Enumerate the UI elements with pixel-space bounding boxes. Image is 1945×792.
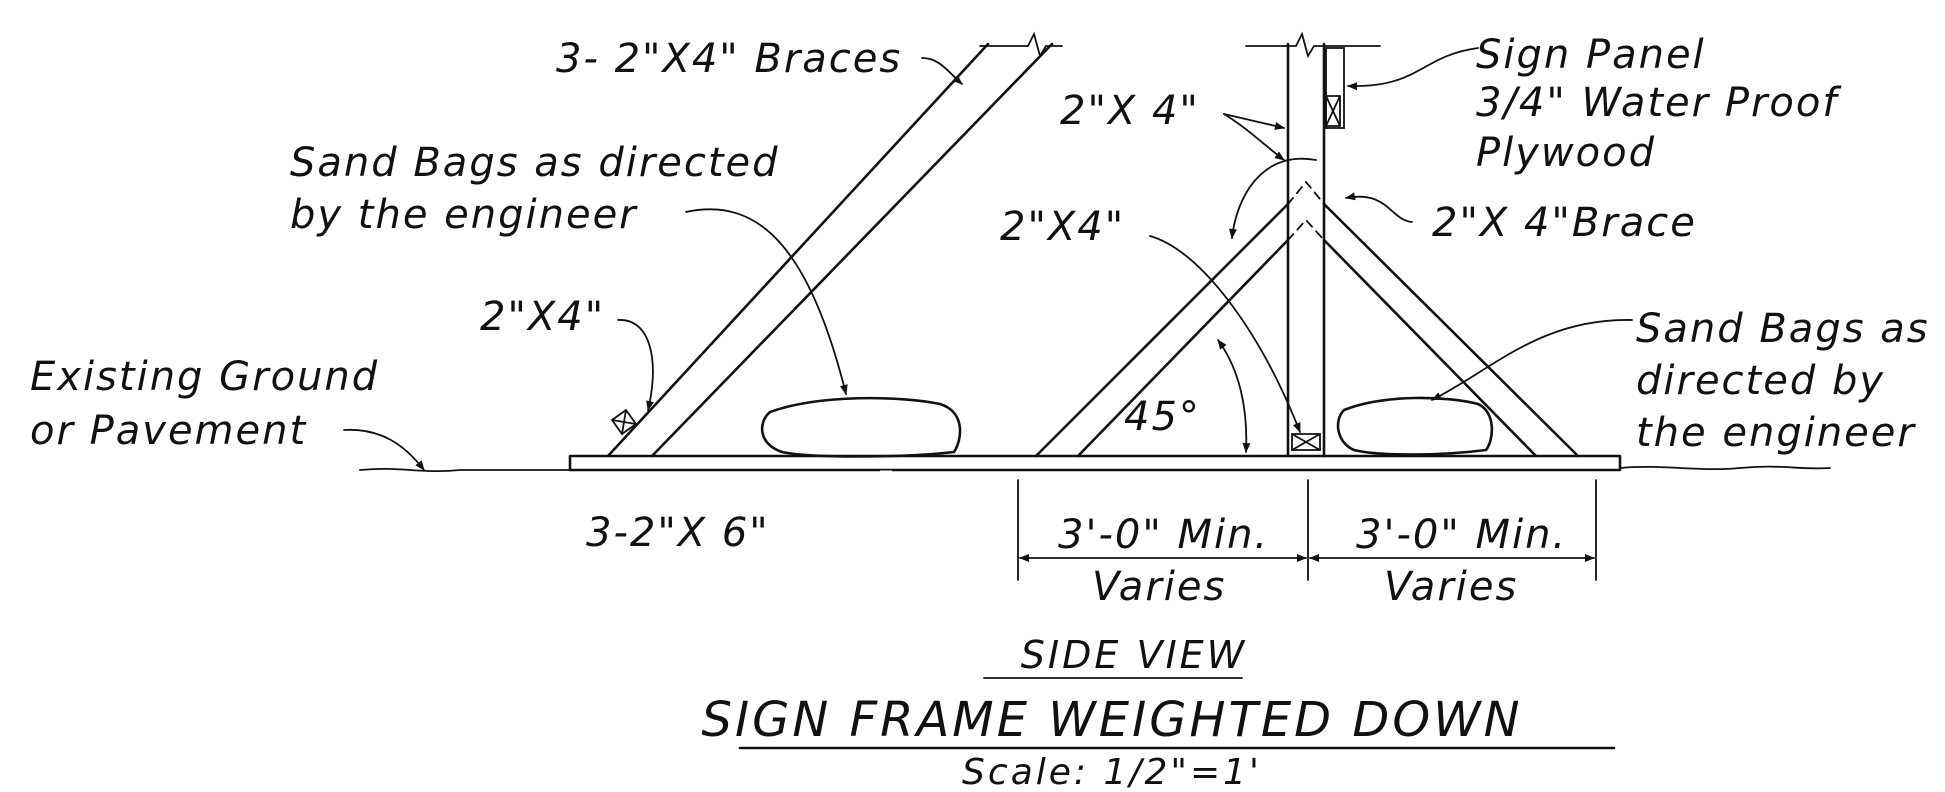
- sand-bag-right: [1336, 396, 1494, 456]
- title-main: SIGN FRAME WEIGHTED DOWN: [702, 692, 1523, 748]
- label-dim-left-bottom: Varies: [1092, 564, 1226, 610]
- left-brace-outer: [606, 42, 990, 458]
- leader-sign-panel: [1347, 47, 1479, 91]
- label-sandbags-left-1: Sand Bags as directed: [290, 140, 780, 186]
- left-brace-block: [610, 408, 638, 436]
- label-ground-1: Existing Ground: [30, 354, 379, 400]
- label-sandbags-right-3: the engineer: [1636, 410, 1916, 456]
- title-view: SIDE VIEW: [1021, 633, 1247, 677]
- post-foot-block: [1291, 433, 1321, 451]
- aframe-left-outer: [1034, 202, 1290, 458]
- label-2x4-post: 2"X 4": [1060, 88, 1200, 134]
- leader-brace-right: [1345, 192, 1413, 223]
- label-sandbags-right-2: directed by: [1636, 358, 1885, 404]
- label-dim-left-top: 3'-0" Min.: [1058, 512, 1269, 558]
- label-sandbags-right-1: Sand Bags as: [1636, 306, 1930, 352]
- aframe-right-inner: [1322, 238, 1538, 458]
- sign-panel-block: [1325, 95, 1341, 127]
- post-break: [1245, 31, 1381, 59]
- angle-arc: [1217, 339, 1251, 453]
- leader-ground: [343, 429, 425, 471]
- label-angle: 45°: [1124, 394, 1201, 440]
- left-brace-inner: [650, 42, 1054, 458]
- label-brace-right: 2"X 4"Brace: [1432, 200, 1697, 246]
- leader-sandbags-right: [1431, 319, 1633, 401]
- leader-2x4-mid: [1149, 235, 1301, 433]
- label-2x4-left: 2"X4": [480, 294, 605, 340]
- ground-line: [359, 465, 1831, 473]
- aframe-hidden-apex: [1287, 180, 1325, 241]
- label-2x4-mid: 2"X4": [1000, 204, 1125, 250]
- label-dim-right-bottom: Varies: [1384, 564, 1518, 610]
- leader-2x4-post: [1223, 113, 1285, 130]
- leader-2x4-left: [617, 319, 654, 411]
- label-sandbags-left-2: by the engineer: [290, 192, 638, 238]
- aframe-right-outer: [1322, 202, 1580, 458]
- label-ground-2: or Pavement: [30, 408, 307, 454]
- leader-2x4-mid-b: [1228, 157, 1317, 239]
- label-dim-right-top: 3'-0" Min.: [1356, 512, 1567, 558]
- sign-panel: [1325, 47, 1345, 129]
- aframe-left-inner: [1076, 238, 1290, 458]
- label-sign-panel-2: 3/4" Water Proof: [1476, 80, 1842, 126]
- title-scale: Scale: 1/2"=1': [962, 752, 1262, 792]
- left-brace-break: [979, 31, 1063, 59]
- label-braces: 3- 2"X4" Braces: [556, 36, 902, 82]
- leader-braces: [921, 57, 963, 85]
- label-base-board: 3-2"X 6": [586, 510, 770, 556]
- base-board: [568, 454, 1622, 472]
- sand-bag-left: [760, 396, 962, 458]
- leader-sandbags-left: [685, 208, 848, 395]
- label-sign-panel-1: Sign Panel: [1476, 32, 1706, 78]
- leader-2x4-post-b: [1223, 113, 1285, 161]
- label-sign-panel-3: Plywood: [1476, 130, 1656, 176]
